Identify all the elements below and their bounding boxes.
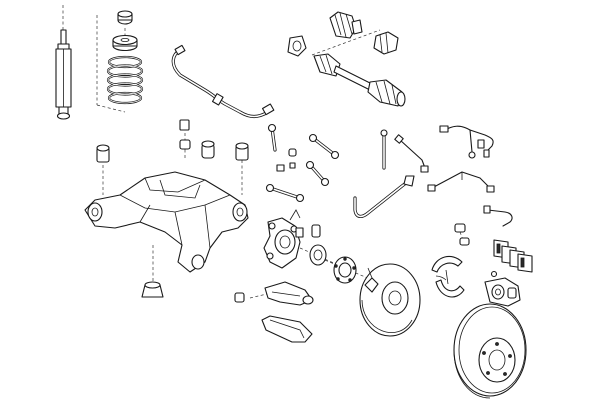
parking-brake-shoes [431, 255, 465, 298]
subframe-bushings [96, 119, 249, 298]
abs-sensors [439, 125, 513, 246]
brake-disc [453, 303, 527, 399]
drive-shaft [313, 53, 406, 107]
lower-control-arm [234, 281, 314, 306]
stabilizer-bar [171, 44, 275, 119]
rear-subframe [84, 171, 249, 273]
wheel-hub [333, 256, 357, 284]
brake-caliper [484, 270, 521, 307]
spring-seat-pad [261, 315, 313, 343]
drive-shaft-boots [287, 11, 399, 57]
brake-hoses [394, 134, 495, 193]
shock-absorber [55, 29, 72, 120]
coil-spring-with-mounts [106, 10, 144, 105]
brake-pads [493, 239, 533, 273]
control-arm-links [265, 123, 340, 203]
stabilizer-links [353, 129, 415, 218]
brake-backing-plate [359, 263, 421, 337]
wheel-carrier [263, 209, 304, 269]
wheel-bearing [309, 224, 327, 266]
